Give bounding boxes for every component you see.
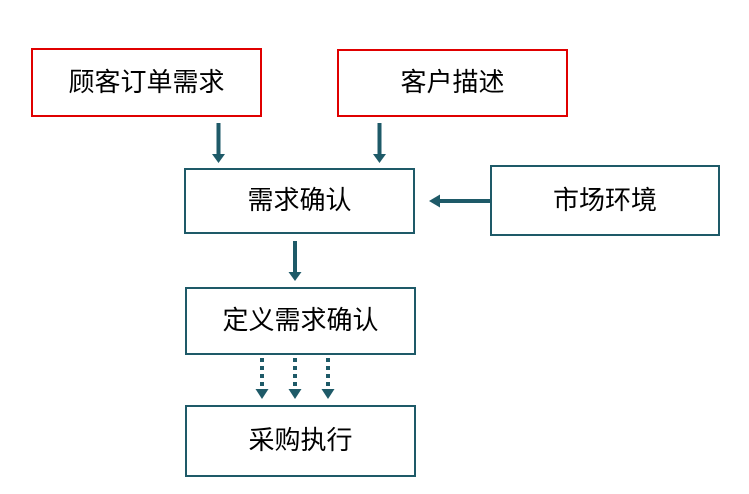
node-label: 顾客订单需求 xyxy=(68,67,225,98)
node-label: 客户描述 xyxy=(400,68,505,98)
node-customer-order-demand: 顾客订单需求 xyxy=(31,48,262,117)
dotted-arrow-define-to-procurement-3 xyxy=(321,358,335,399)
node-define-demand-confirmation: 定义需求确认 xyxy=(185,287,416,355)
arrow-confirmation-to-define xyxy=(288,241,302,281)
arrow-order-to-confirmation xyxy=(212,123,225,163)
arrow-description-to-confirmation xyxy=(373,123,386,163)
dotted-arrow-define-to-procurement-1 xyxy=(255,358,269,399)
node-market-environment: 市场环境 xyxy=(490,165,720,236)
node-procurement-execution: 采购执行 xyxy=(185,405,416,477)
node-label: 采购执行 xyxy=(248,426,353,456)
dotted-arrow-define-to-procurement-2 xyxy=(288,358,302,399)
node-label: 需求确认 xyxy=(247,186,352,216)
arrow-market-to-confirmation xyxy=(429,194,490,208)
node-customer-description: 客户描述 xyxy=(337,49,568,117)
node-label: 市场环境 xyxy=(552,185,657,216)
node-label: 定义需求确认 xyxy=(222,306,379,336)
node-demand-confirmation: 需求确认 xyxy=(184,168,415,234)
